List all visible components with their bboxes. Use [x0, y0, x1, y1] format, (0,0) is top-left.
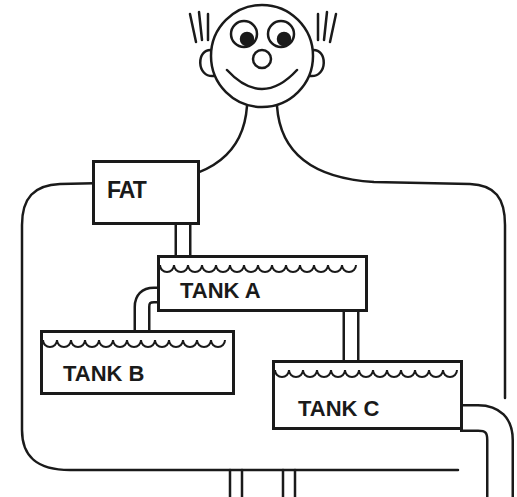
- pupil: [278, 33, 290, 45]
- outlet-pipe: [460, 418, 500, 497]
- eye: [268, 21, 294, 47]
- water-wave: [275, 370, 457, 377]
- pipe-wall: [142, 295, 157, 330]
- head: [211, 5, 313, 107]
- pipe-wall: [142, 295, 157, 330]
- leg: [230, 470, 295, 497]
- water-surface: [160, 263, 365, 275]
- pipe-connector: [142, 295, 157, 330]
- node-label: TANK C: [298, 396, 379, 422]
- water-wave: [160, 265, 356, 272]
- water-surface: [43, 338, 232, 350]
- tank-box: TANK B: [40, 330, 235, 395]
- tank-box: TANK A: [157, 255, 368, 312]
- water-wave: [43, 340, 225, 347]
- smile: [227, 70, 297, 89]
- tank-box: TANK C: [272, 360, 463, 430]
- outlet-pipe: [460, 418, 500, 497]
- node-label: FAT: [107, 177, 146, 203]
- pipe-wall: [177, 225, 189, 255]
- eye: [231, 21, 257, 47]
- body-outline: [277, 106, 505, 398]
- pipe-connector: [351, 312, 352, 360]
- pipe-wall: [175, 225, 192, 255]
- hair-tuft: [318, 12, 336, 42]
- nose: [253, 50, 271, 68]
- node-label: TANK B: [63, 361, 144, 387]
- pipe-connector: [183, 225, 184, 255]
- fat-store-box: FAT: [92, 160, 200, 225]
- pipe-wall: [343, 312, 360, 360]
- node-label: TANK A: [180, 278, 261, 304]
- water-surface: [275, 368, 460, 380]
- hair-tuft: [190, 12, 208, 42]
- pupil: [241, 33, 253, 45]
- pipe-wall: [345, 312, 357, 360]
